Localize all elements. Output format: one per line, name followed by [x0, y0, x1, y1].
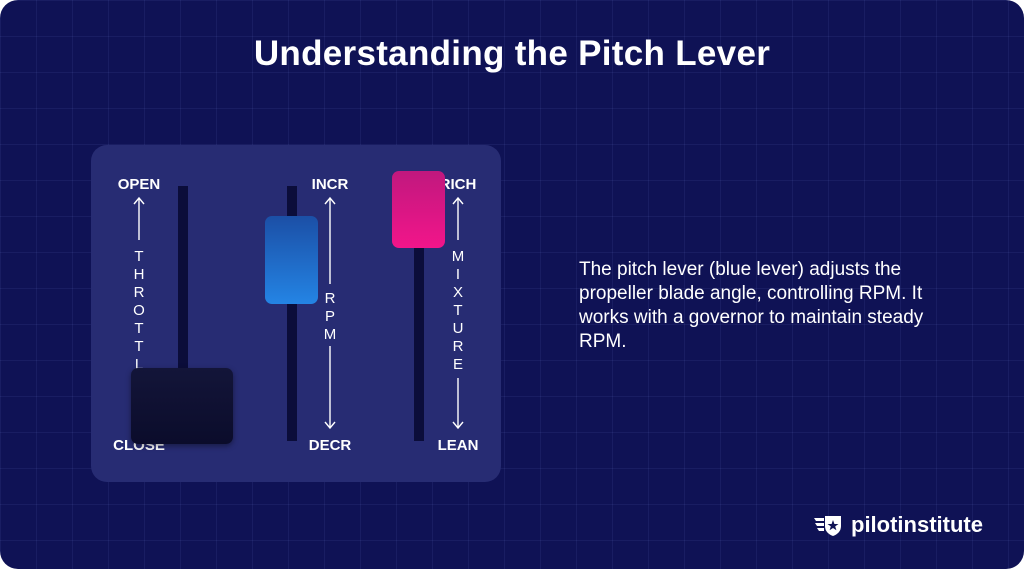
mixture-lever[interactable]: [392, 171, 445, 248]
description-text: The pitch lever (blue lever) adjusts the…: [579, 259, 924, 352]
pitch-up-arrow-icon: [324, 196, 336, 284]
pitch-vertical-label: R P M: [323, 290, 337, 343]
pitch-incr-label: INCR: [311, 176, 349, 193]
throttle-lever[interactable]: [131, 368, 233, 444]
throttle-open-label: OPEN: [117, 176, 161, 193]
page-title: Understanding the Pitch Lever: [253, 34, 771, 73]
throttle-up-arrow-icon: [133, 196, 145, 240]
pitch-lever[interactable]: [265, 216, 318, 304]
brand-logo: pilotinstitute: [813, 510, 983, 540]
brand-name: pilotinstitute: [851, 512, 983, 537]
mixture-lean-label: LEAN: [437, 437, 479, 454]
pitch-decr-label: DECR: [308, 437, 352, 454]
mixture-rich-label: RICH: [439, 176, 477, 193]
pilot-wings-icon: [814, 516, 841, 536]
pitch-down-arrow-icon: [324, 346, 336, 430]
throttle-track: [178, 186, 188, 441]
mixture-up-arrow-icon: [452, 196, 464, 240]
mixture-vertical-label: M I X T U R E: [451, 248, 465, 373]
mixture-track: [414, 186, 424, 441]
pitch-track: [287, 186, 297, 441]
mixture-down-arrow-icon: [452, 378, 464, 430]
